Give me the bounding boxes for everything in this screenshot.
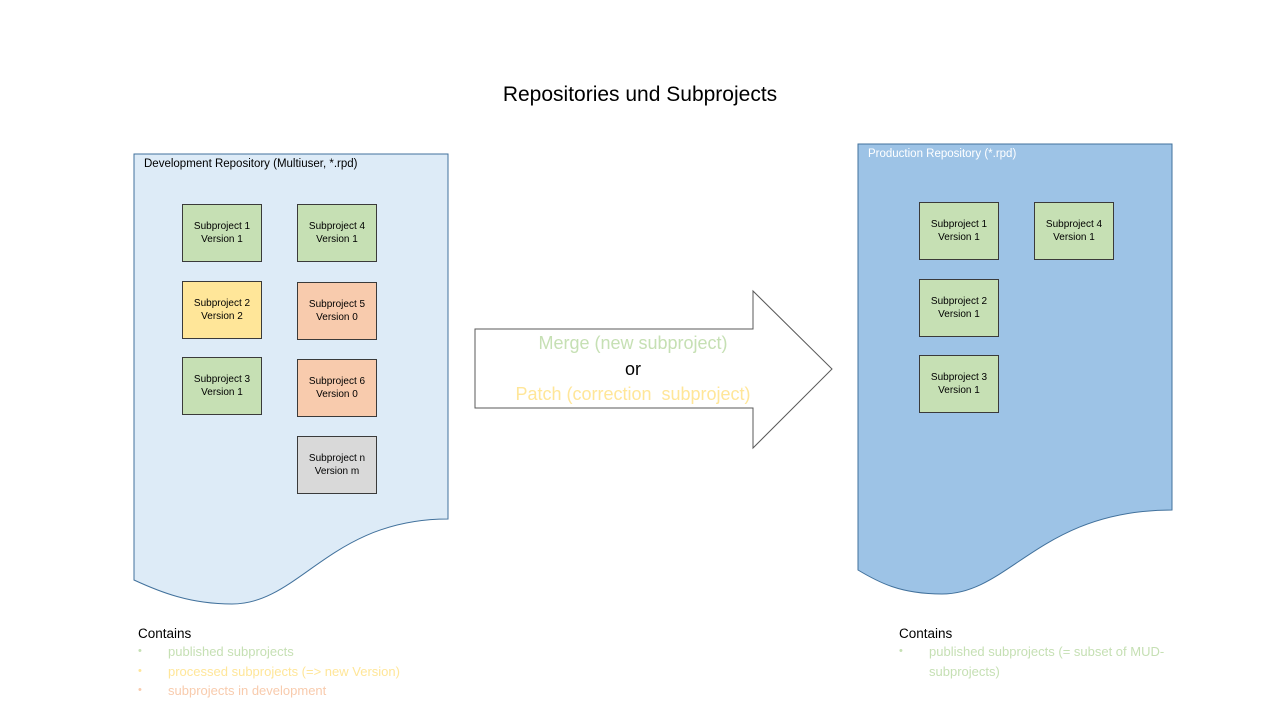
development-repository-label: Development Repository (Multiuser, *.rpd… bbox=[144, 158, 358, 170]
dev-subproject-4: Subproject 4 Version 1 bbox=[297, 204, 377, 262]
dev-contains-item: •processed subprojects (=> new Version) bbox=[138, 663, 400, 679]
page-title: Repositories und Subprojects bbox=[502, 83, 778, 106]
dev-subproject-6: Subproject 6 Version 0 bbox=[297, 359, 377, 417]
or-label: or bbox=[624, 359, 641, 379]
prod-subproject-4: Subproject 4 Version 1 bbox=[1034, 202, 1114, 260]
production-repository-shape bbox=[857, 143, 1173, 595]
dev-subproject-3: Subproject 3 Version 1 bbox=[182, 357, 262, 415]
dev-contains-heading: Contains bbox=[138, 626, 192, 641]
prod-subproject-1: Subproject 1 Version 1 bbox=[919, 202, 999, 260]
dev-subproject-5: Subproject 5 Version 0 bbox=[297, 282, 377, 340]
patch-label: Patch (correction subproject) bbox=[515, 384, 751, 404]
merge-arrow bbox=[474, 289, 833, 450]
prod-contains-item: •published subprojects (= subset of MUD-… bbox=[899, 644, 1165, 679]
production-repository-label: Production Repository (*.rpd) bbox=[868, 148, 1017, 160]
dev-subproject-2: Subproject 2 Version 2 bbox=[182, 281, 262, 339]
dev-subproject-1: Subproject 1 Version 1 bbox=[182, 204, 262, 262]
dev-contains-item: •published subprojects bbox=[138, 644, 294, 659]
prod-contains-heading: Contains bbox=[899, 626, 953, 641]
prod-subproject-2: Subproject 2 Version 1 bbox=[919, 279, 999, 337]
prod-contains-legend: Contains •published subprojects (= subse… bbox=[899, 626, 1164, 681]
dev-contains-item: •subprojects in development bbox=[138, 683, 327, 698]
dev-subproject-n: Subproject n Version m bbox=[297, 436, 377, 494]
prod-subproject-3: Subproject 3 Version 1 bbox=[919, 355, 999, 413]
dev-contains-legend: Contains •published subprojects •process… bbox=[138, 626, 400, 701]
merge-label: Merge (new subproject) bbox=[538, 333, 728, 353]
